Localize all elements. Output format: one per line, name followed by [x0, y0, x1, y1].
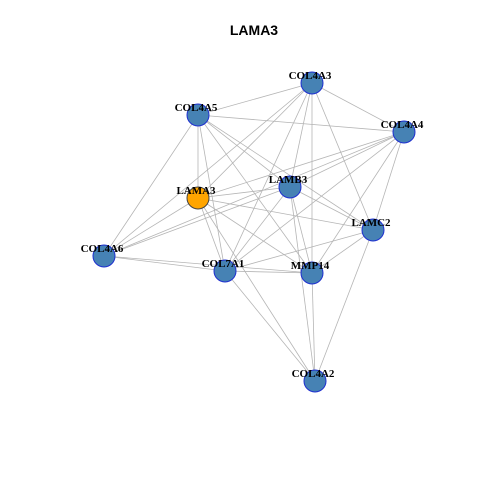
edge-col4a4-lamc2	[372, 131, 405, 231]
node-label: COL4A2	[292, 368, 335, 380]
node-label: MMP14	[291, 260, 330, 272]
edge-col4a3-col4a6	[103, 82, 313, 257]
edge-col4a5-col4a4	[197, 114, 405, 133]
edge-lamc2-col4a2	[314, 229, 374, 382]
node-circle	[186, 103, 210, 127]
node-circle	[300, 71, 324, 95]
node-lama3: LAMA3	[176, 185, 216, 210]
node-label: COL4A6	[81, 243, 124, 255]
node-lamb3: LAMB3	[269, 174, 308, 199]
edge-lama3-lamc2	[197, 197, 374, 231]
edge-col4a4-lamb3	[289, 131, 405, 188]
node-label: COL4A4	[381, 119, 424, 131]
edge-col4a5-lamb3	[197, 114, 291, 188]
edge-col4a3-lamc2	[311, 82, 374, 231]
edge-col4a5-col4a6	[103, 114, 199, 257]
node-circle	[92, 244, 116, 268]
edge-lamc2-col7a1	[224, 229, 374, 272]
edge-lamb3-col4a2	[289, 186, 316, 382]
edge-col4a3-col4a5	[197, 82, 313, 116]
node-circle	[392, 120, 416, 144]
node-label: LAMC2	[351, 217, 391, 229]
edge-col7a1-col4a2	[224, 270, 316, 382]
edge-lama3-col4a2	[197, 197, 316, 382]
node-label: LAMB3	[269, 174, 308, 186]
edge-col4a6-mmp14	[103, 255, 313, 274]
node-circle	[300, 261, 324, 285]
node-col4a5: COL4A5	[175, 102, 218, 127]
node-circle	[278, 175, 302, 199]
edge-lama3-mmp14	[197, 197, 313, 274]
node-mmp14: MMP14	[291, 260, 330, 285]
node-circle	[361, 218, 385, 242]
node-circle	[213, 259, 237, 283]
edge-col4a4-col7a1	[224, 131, 405, 272]
nodes-layer: COL4A3COL4A5COL4A4LAMB3LAMA3LAMC2COL4A6C…	[81, 70, 424, 393]
edge-col4a3-lamb3	[289, 82, 313, 188]
node-label: COL4A3	[289, 70, 332, 82]
edge-lamb3-col4a6	[103, 186, 291, 257]
node-label: COL4A5	[175, 102, 218, 114]
edge-col4a5-lamc2	[197, 114, 374, 231]
edge-mmp14-col4a2	[311, 272, 316, 382]
node-col4a6: COL4A6	[81, 243, 124, 268]
node-circle	[186, 186, 210, 210]
node-col4a4: COL4A4	[381, 119, 424, 144]
edge-col7a1-mmp14	[224, 270, 313, 274]
node-col4a3: COL4A3	[289, 70, 332, 95]
node-label: LAMA3	[176, 185, 216, 197]
edge-col4a6-col7a1	[103, 255, 226, 272]
edge-col4a3-lama3	[197, 82, 313, 199]
node-lamc2: LAMC2	[351, 217, 391, 242]
edge-col4a3-col7a1	[224, 82, 313, 272]
node-col4a2: COL4A2	[292, 368, 335, 393]
node-label: COL7A1	[202, 258, 245, 270]
edge-lamb3-lamc2	[289, 186, 374, 231]
edge-lamb3-mmp14	[289, 186, 313, 274]
graph-title: LAMA3	[230, 22, 278, 38]
edge-col4a4-col4a6	[103, 131, 405, 257]
edge-lamb3-lama3	[197, 186, 291, 199]
node-col7a1: COL7A1	[202, 258, 245, 283]
node-circle	[303, 369, 327, 393]
edge-col4a3-col4a4	[311, 82, 405, 133]
edges-layer	[103, 82, 405, 382]
edge-lama3-col7a1	[197, 197, 226, 272]
edge-col4a4-lama3	[197, 131, 405, 199]
edge-lamc2-mmp14	[311, 229, 374, 274]
edge-lama3-col4a6	[103, 197, 199, 257]
edge-col4a4-mmp14	[311, 131, 405, 274]
edge-col4a5-col7a1	[197, 114, 226, 272]
